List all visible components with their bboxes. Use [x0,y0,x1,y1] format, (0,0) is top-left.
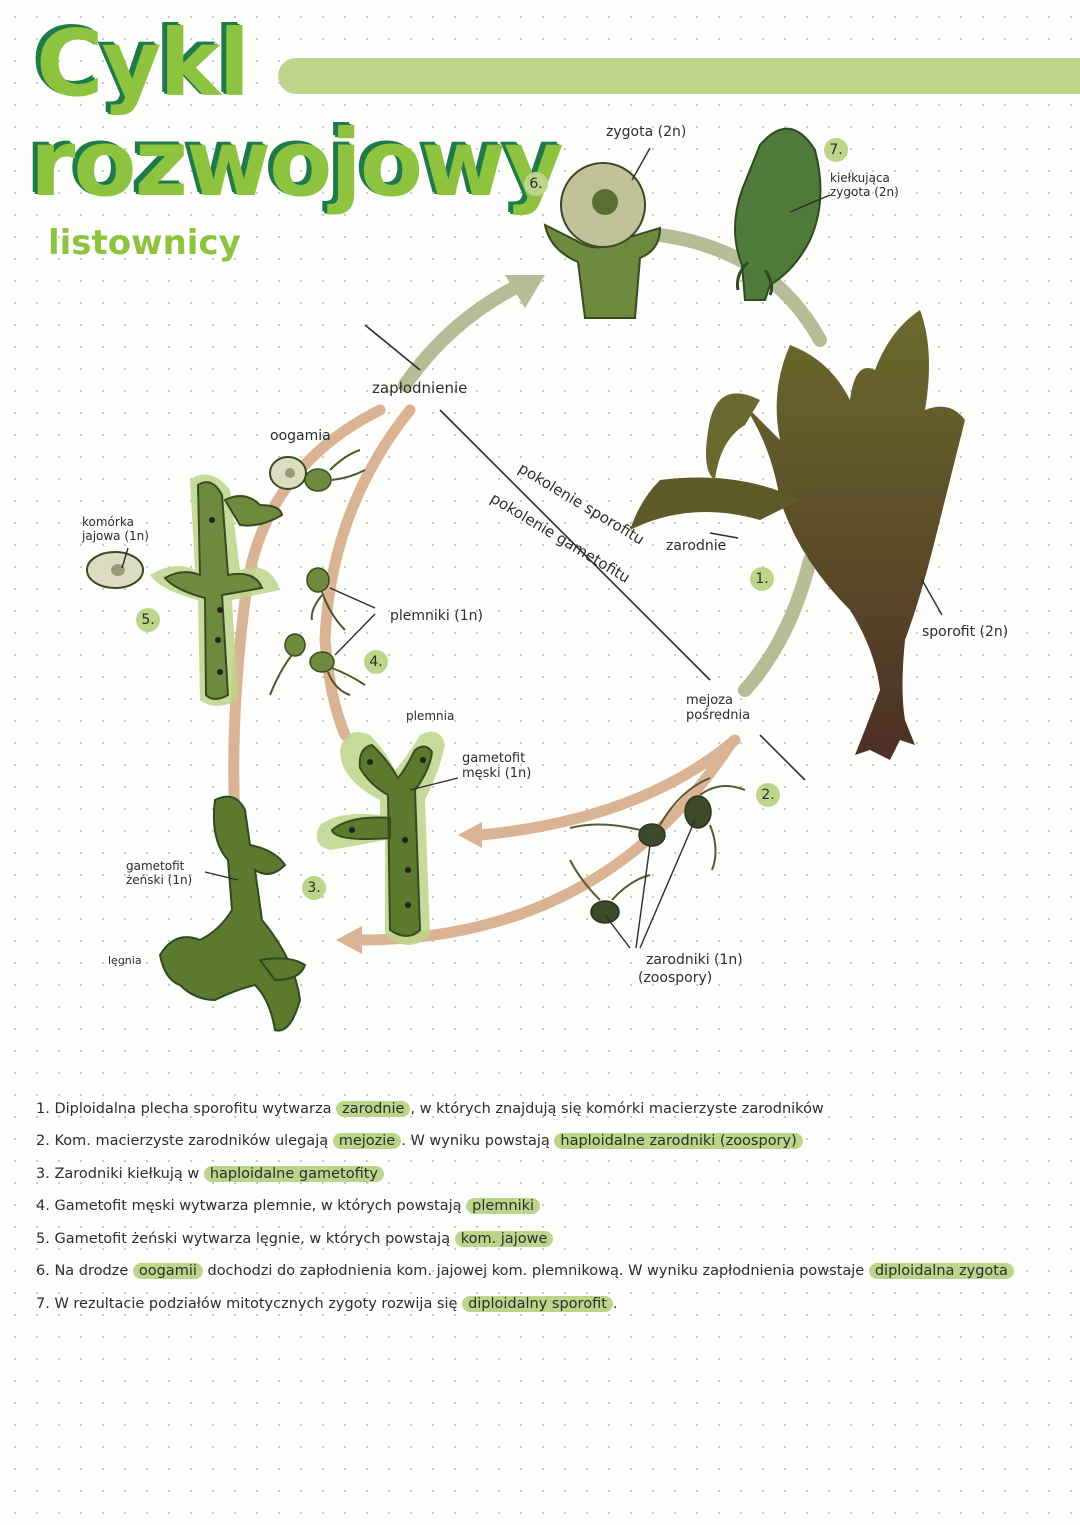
step-2-highlight: mejozie [332,1133,402,1150]
label-oogamia: oogamia [270,428,331,444]
label-zoospores: (zoospory) [638,970,713,986]
male-gametophyte-illustration [316,731,445,945]
label-sporangia: zarodnie [666,538,727,554]
title-subtitle: listownicy [48,223,241,263]
label-antheridium: plemnia [406,709,455,723]
oogamia-illustration [269,449,366,492]
stage-number-3: 3. [302,876,326,900]
sporophyte-illustration [630,310,965,760]
step-7: 7. W rezultacie podziałów mitotycznych z… [36,1295,618,1312]
sperm-flagella [269,591,366,696]
step-1-highlight: zarodnie [336,1101,411,1117]
title-bar [278,58,1080,94]
step-2-highlight-2: haploidalne zarodniki (zoospory) [554,1133,803,1150]
step-5: 5. Gametofit żeński wytwarza lęgnie, w k… [36,1228,1036,1250]
steps-list: 1. Diploidalna plecha sporofitu wytwarza… [36,1098,1036,1325]
stage-number-1: 1. [750,567,774,591]
step-5-highlight: kom. jajowe [454,1230,554,1247]
stage-number-2: 2. [756,783,780,807]
sperm-illustration [284,567,335,673]
label-zygote: zygota (2n) [606,124,687,140]
label-oogonium: lęgnia [108,954,142,967]
label-female-gametophyte: gametofit żeński (1n) [126,859,193,887]
stage-number-7: 7. [824,138,848,162]
spores-illustration [590,795,712,924]
step-7-highlight: diploidalny sporofit [462,1295,613,1312]
label-egg-cell: komórka jajowa (1n) [82,515,149,543]
title-line-1: Cykl [36,10,250,117]
step-1: 1. Diploidalna plecha sporofitu wytwarza… [36,1101,824,1117]
label-male-gametophyte: gametofit męski (1n) [462,751,532,781]
oogonium-illustration [86,474,284,706]
step-2: 2. Kom. macierzyste zarodników ulegają m… [36,1130,1036,1152]
female-gametophyte-illustration [158,795,307,1032]
step-6-highlight: oogamii [132,1263,203,1280]
generation-divider-lines [364,324,806,781]
stage-number-4: 4. [364,650,388,674]
step-3: 3. Zarodniki kiełkują w haploidalne game… [36,1163,1036,1185]
pointer-lines [121,147,943,949]
germinating-zygote-illustration [734,127,822,301]
label-sporophyte: sporofit (2n) [922,624,1009,640]
label-spores: zarodniki (1n) [646,952,743,968]
label-germinating-zygote: kiełkująca zygota (2n) [830,171,899,199]
label-intermediate-meiosis: mejoza pośrednia [686,693,751,723]
step-6: 6. Na drodze oogamii dochodzi do zapłodn… [36,1260,1036,1282]
label-sperm: plemniki (1n) [390,608,483,624]
title-line-2: rozwojowy [30,110,564,217]
step-3-highlight: haploidalne gametofity [203,1165,384,1182]
stage-number-5: 5. [136,608,160,632]
arrow-head-male [458,822,482,848]
label-fertilization: zapłodnienie [372,379,468,397]
arrow-head-zygote [505,275,545,308]
zygote-illustration [543,162,662,319]
stage-number-6: 6. [524,172,548,196]
spore-flagella [569,777,746,901]
step-6-highlight-2: diploidalna zygota [868,1263,1014,1280]
arrow-head-female [336,926,362,954]
step-4-highlight: plemniki [466,1198,541,1215]
step-4: 4. Gametofit męski wytwarza plemnie, w k… [36,1195,1036,1217]
